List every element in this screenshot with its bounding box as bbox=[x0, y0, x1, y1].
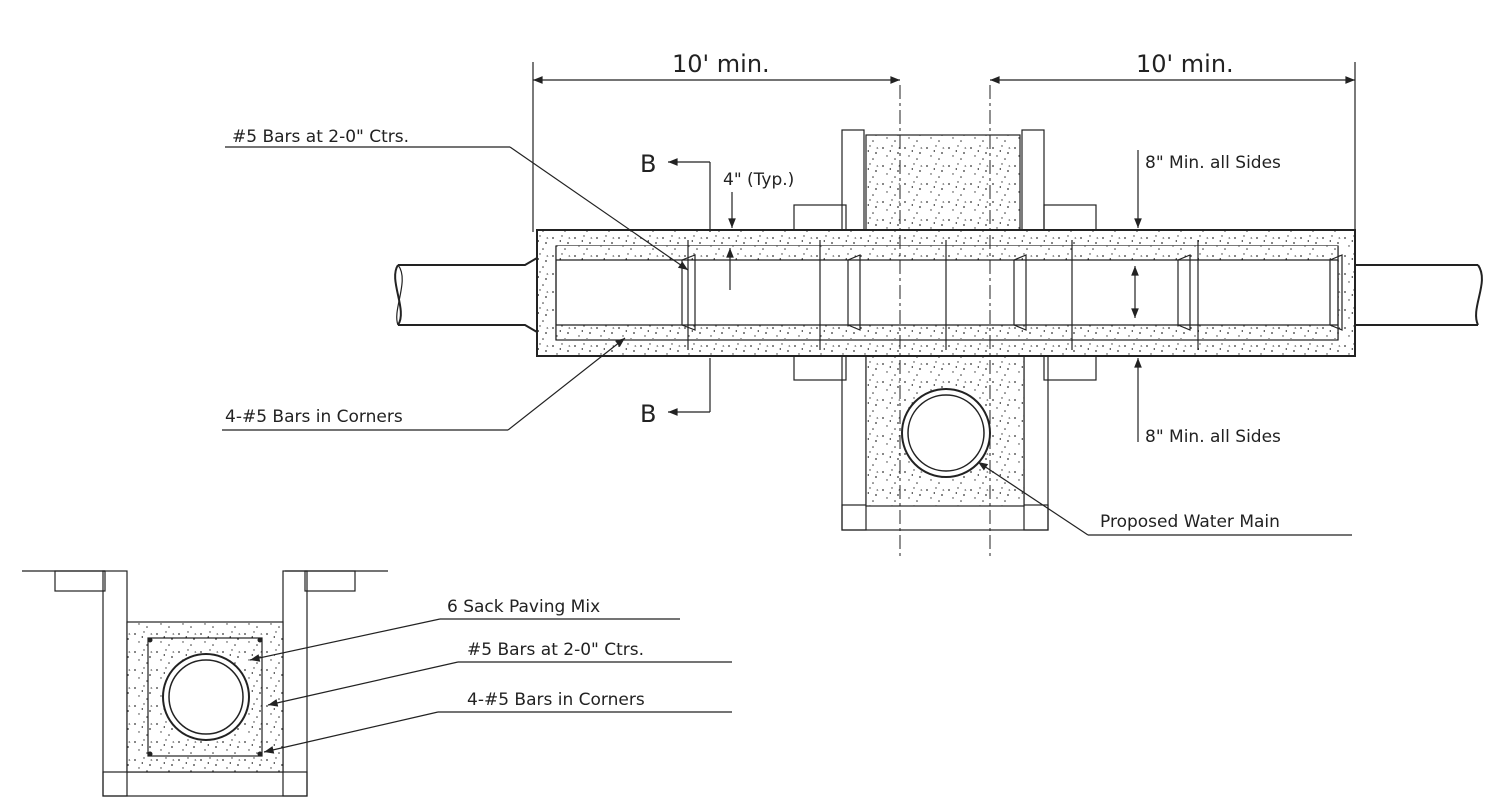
label-water-main: Proposed Water Main bbox=[977, 461, 1352, 536]
dimension-right: 10' min. bbox=[989, 50, 1356, 232]
label-typ-thickness: 4" (Typ.) bbox=[723, 170, 794, 228]
svg-text:Proposed Water Main: Proposed Water Main bbox=[1100, 512, 1280, 532]
section-mark-top: B bbox=[640, 150, 711, 232]
svg-text:4-#5 Bars in Corners: 4-#5 Bars in Corners bbox=[225, 407, 403, 427]
svg-text:#5 Bars at 2-0" Ctrs.: #5 Bars at 2-0" Ctrs. bbox=[467, 640, 644, 660]
trench-top-walls bbox=[793, 129, 1097, 231]
section-mark-bottom: B bbox=[640, 358, 711, 428]
pipe-left bbox=[394, 257, 538, 333]
dimension-left: 10' min. bbox=[532, 50, 901, 232]
svg-text:4" (Typ.): 4" (Typ.) bbox=[723, 170, 794, 190]
svg-text:B: B bbox=[640, 400, 656, 428]
plan-view: 10' min. 10' min. B B #5 Bars at 2-0" Ct… bbox=[222, 50, 1483, 560]
svg-text:4-#5 Bars in Corners: 4-#5 Bars in Corners bbox=[467, 690, 645, 710]
concrete-encasement bbox=[536, 229, 1356, 357]
svg-text:#5 Bars at 2-0" Ctrs.: #5 Bars at 2-0" Ctrs. bbox=[232, 127, 409, 147]
label-bars-corners-top: 4-#5 Bars in Corners bbox=[222, 337, 626, 431]
svg-text:8" Min. all Sides: 8" Min. all Sides bbox=[1145, 153, 1281, 173]
trench-bottom-walls bbox=[793, 354, 1097, 531]
label-bars-spacing-top: #5 Bars at 2-0" Ctrs. bbox=[225, 127, 689, 271]
svg-text:6 Sack Paving Mix: 6 Sack Paving Mix bbox=[447, 597, 600, 617]
section-view: 6 Sack Paving Mix #5 Bars at 2-0" Ctrs. … bbox=[22, 570, 732, 797]
dimension-left-label: 10' min. bbox=[672, 50, 770, 78]
label-min-sides-bottom: 8" Min. all Sides bbox=[1134, 358, 1281, 447]
pipe-right bbox=[1355, 264, 1483, 326]
label-paving-mix: 6 Sack Paving Mix bbox=[249, 597, 680, 662]
label-bars-corners-section: 4-#5 Bars in Corners bbox=[263, 690, 732, 754]
svg-text:B: B bbox=[640, 150, 656, 178]
label-min-sides-top: 8" Min. all Sides bbox=[1134, 150, 1281, 228]
label-bars-spacing-section: #5 Bars at 2-0" Ctrs. bbox=[267, 640, 732, 707]
dimension-right-label: 10' min. bbox=[1136, 50, 1234, 78]
svg-text:8" Min. all Sides: 8" Min. all Sides bbox=[1145, 427, 1281, 447]
